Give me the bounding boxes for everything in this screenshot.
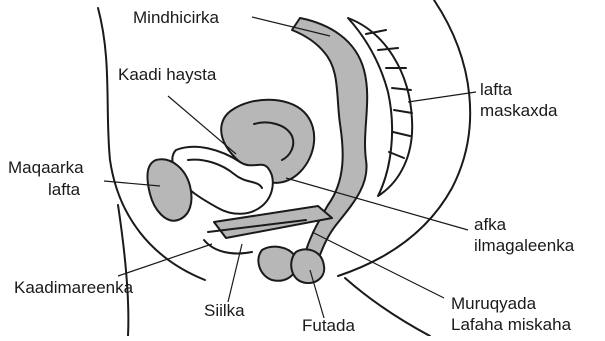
label-pubic-bone-line2: lafta <box>48 180 80 199</box>
label-muscle-line2: Lafaha miskaha <box>451 315 571 334</box>
back-contour <box>98 8 205 280</box>
vulva-contour <box>204 240 252 254</box>
label-pubic-bone-line1: Maqaarka <box>8 158 84 177</box>
label-spine-line1: lafta <box>480 80 512 99</box>
label-muscle-line1: Muruqyada <box>451 294 536 313</box>
label-cervix-line2: ilmagaleenka <box>474 236 574 255</box>
anus-bulge <box>291 249 324 283</box>
label-uterus: Kaadi haysta <box>118 65 216 84</box>
label-cervix-line1: afka <box>474 215 506 234</box>
thigh-contour <box>118 205 128 336</box>
label-vagina: Siilka <box>204 301 245 320</box>
label-anus: Futada <box>302 316 355 335</box>
label-spine-line2: maskaxda <box>480 101 557 120</box>
label-rectum: Mindhicirka <box>133 8 219 27</box>
label-urethra: Kaadimareenka <box>14 278 133 297</box>
buttock-contour <box>345 278 430 336</box>
